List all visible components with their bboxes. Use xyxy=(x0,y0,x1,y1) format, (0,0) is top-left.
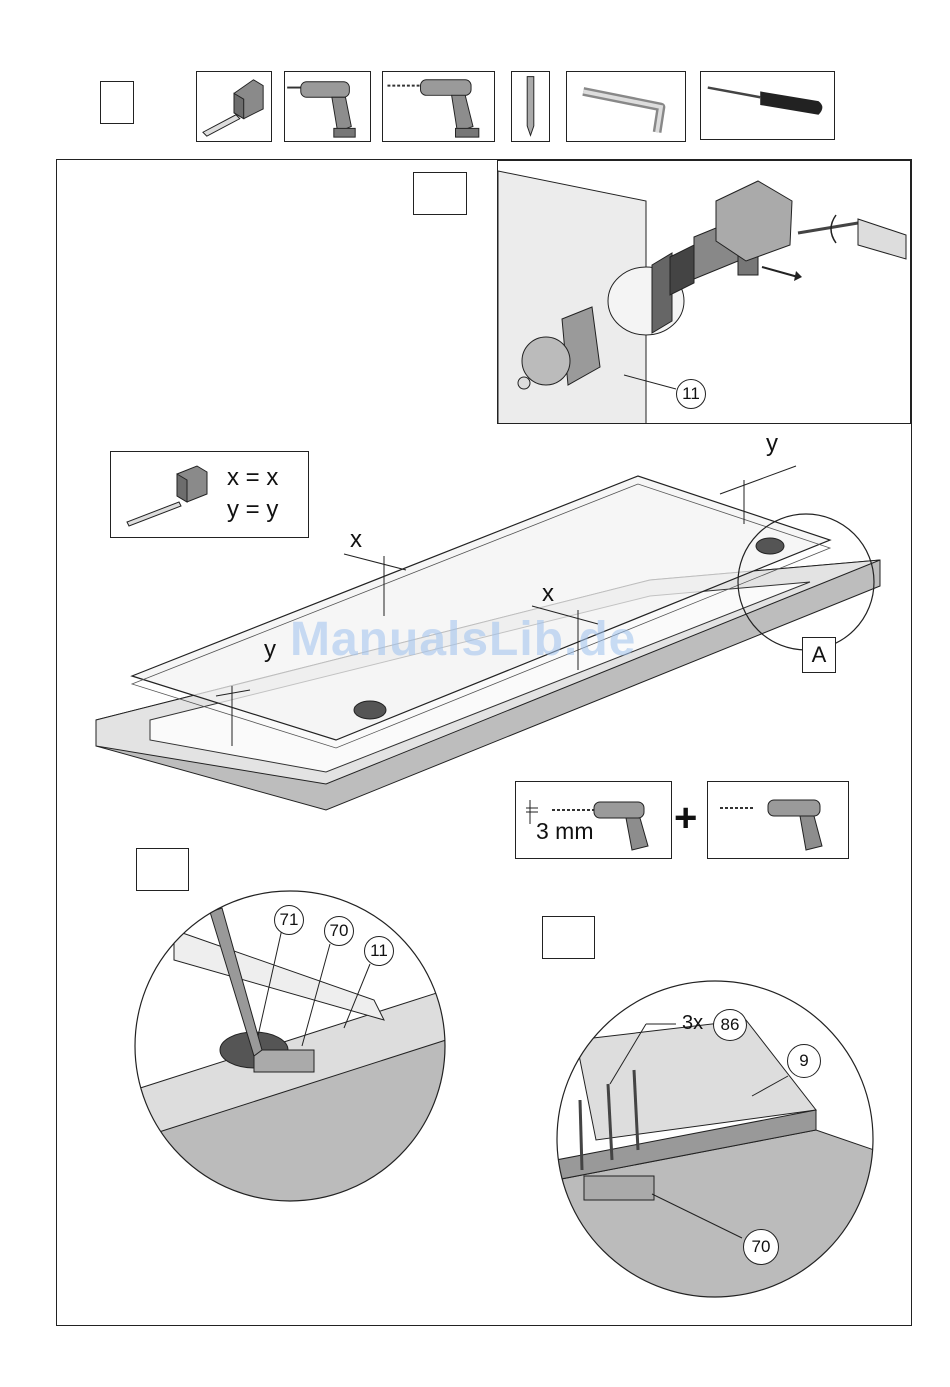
callout-frame-part: 9 xyxy=(787,1044,821,1078)
pencil-icon xyxy=(512,72,549,141)
callout-glass-panel: 11 xyxy=(676,379,706,409)
sub-step-box-2 xyxy=(136,848,189,891)
step-number-box xyxy=(100,81,134,124)
callout-marker-3: 11 xyxy=(364,936,394,966)
callout-screw-part: 86 xyxy=(713,1009,747,1041)
plus-sign: + xyxy=(674,796,697,841)
screw-count: 3x xyxy=(682,1012,703,1035)
dim-y-right: y xyxy=(766,430,778,458)
allen-key-icon xyxy=(567,72,685,141)
tool-allen-key xyxy=(566,71,686,142)
dim-x-center: x xyxy=(542,580,554,608)
callout-marker-2: 70 xyxy=(324,916,354,946)
sub-step-box-1 xyxy=(413,172,467,215)
cordless-drill-icon xyxy=(714,788,844,854)
watermark-text: ManualsLib.de xyxy=(290,612,636,667)
drill-size: 3 mm xyxy=(536,818,594,845)
detail-label: A xyxy=(812,642,827,668)
tape-measure-icon xyxy=(197,72,271,141)
hinge-exploded-panel xyxy=(497,160,911,424)
detail-label-box: A xyxy=(802,637,836,673)
tool-pencil xyxy=(511,71,550,142)
dim-x-left: x xyxy=(350,526,362,554)
tool-cordless-drill xyxy=(284,71,371,142)
screwdriver-icon xyxy=(701,72,834,139)
sub-step-box-3 xyxy=(542,916,595,959)
drill-spec-box: 3 mm xyxy=(515,781,672,859)
marking-detail-illustration xyxy=(134,890,446,1202)
hinge-exploded-illustration xyxy=(498,161,911,424)
cordless-drill-icon xyxy=(285,72,370,141)
callout-hinge-part: 70 xyxy=(743,1229,779,1265)
dim-y-left: y xyxy=(264,636,276,664)
tool-tape-measure xyxy=(196,71,272,142)
screw-drive-box xyxy=(707,781,849,859)
callout-marker-1: 71 xyxy=(274,905,304,935)
tool-power-drill xyxy=(382,71,495,142)
power-drill-icon xyxy=(383,72,494,141)
tool-screwdriver xyxy=(700,71,835,140)
